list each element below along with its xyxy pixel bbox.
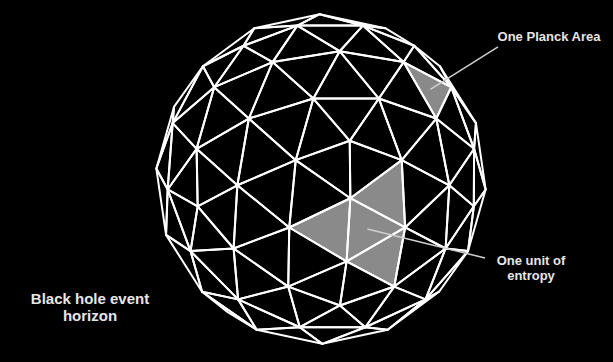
wireframe-triangle	[340, 287, 394, 328]
wireframe-triangle	[350, 160, 405, 227]
wireframe-triangle	[297, 26, 363, 52]
wireframe-triangle	[394, 227, 445, 286]
wireframe-triangle	[191, 206, 234, 251]
wireframe-triangle	[426, 248, 468, 299]
wireframe-triangle	[173, 66, 203, 123]
wireframe-triangle	[237, 160, 295, 227]
wireframe-triangle	[446, 185, 474, 248]
wireframe-triangle	[214, 62, 272, 118]
wireframe-triangle	[347, 198, 406, 261]
wireframe-triangle	[203, 46, 244, 87]
wireframe-triangle	[402, 119, 450, 186]
wireframe-triangle	[350, 141, 402, 198]
wireframe-triangle	[449, 149, 474, 206]
wireframe-triangle	[363, 26, 414, 46]
leader-lines	[367, 47, 498, 258]
shaded-triangle	[289, 198, 350, 261]
wireframe-triangle	[203, 28, 254, 66]
leader-line	[367, 229, 485, 258]
wireframe-triangle	[322, 327, 387, 344]
wireframe-triangle	[237, 119, 295, 186]
wireframe-triangle	[405, 185, 449, 248]
wireframe-triangle	[244, 26, 298, 46]
wireframe-triangle	[166, 235, 202, 292]
shaded-triangle	[350, 160, 405, 227]
wireframe-triangle	[394, 248, 445, 299]
wireframe-triangle	[288, 227, 346, 286]
wireframe-triangle	[198, 185, 238, 248]
wireframe-triangle	[288, 261, 346, 305]
wireframe-triangle	[402, 160, 450, 227]
wireframe-triangle	[273, 51, 340, 98]
annotation-label: One unit of entropy	[488, 254, 574, 284]
wireframe-triangle	[168, 189, 198, 251]
annotation-label: Black hole event horizon	[30, 290, 150, 325]
wireframe-triangle	[197, 149, 238, 206]
geodesic-sphere	[156, 14, 485, 344]
wireframe-triangle	[288, 287, 340, 328]
wireframe-triangle	[289, 198, 350, 261]
leader-line	[430, 47, 498, 89]
wireframe-triangle	[414, 46, 451, 87]
wireframe-triangle	[234, 248, 289, 299]
wireframe-triangle	[379, 62, 436, 118]
wireframe-triangle	[173, 87, 215, 149]
wireframe-triangle	[296, 141, 351, 198]
wireframe-triangle	[191, 248, 239, 299]
wireframe-triangle	[197, 119, 249, 186]
wireframe-triangle	[340, 261, 394, 305]
wireframe-triangle	[173, 66, 215, 123]
wireframe-triangle	[289, 160, 350, 227]
wireframe-triangle	[156, 169, 167, 235]
wireframe-triangle	[313, 99, 379, 141]
annotation-label: One Planck Area	[488, 30, 610, 45]
wireframe-triangle	[468, 189, 486, 251]
wireframe-triangle	[234, 227, 290, 286]
